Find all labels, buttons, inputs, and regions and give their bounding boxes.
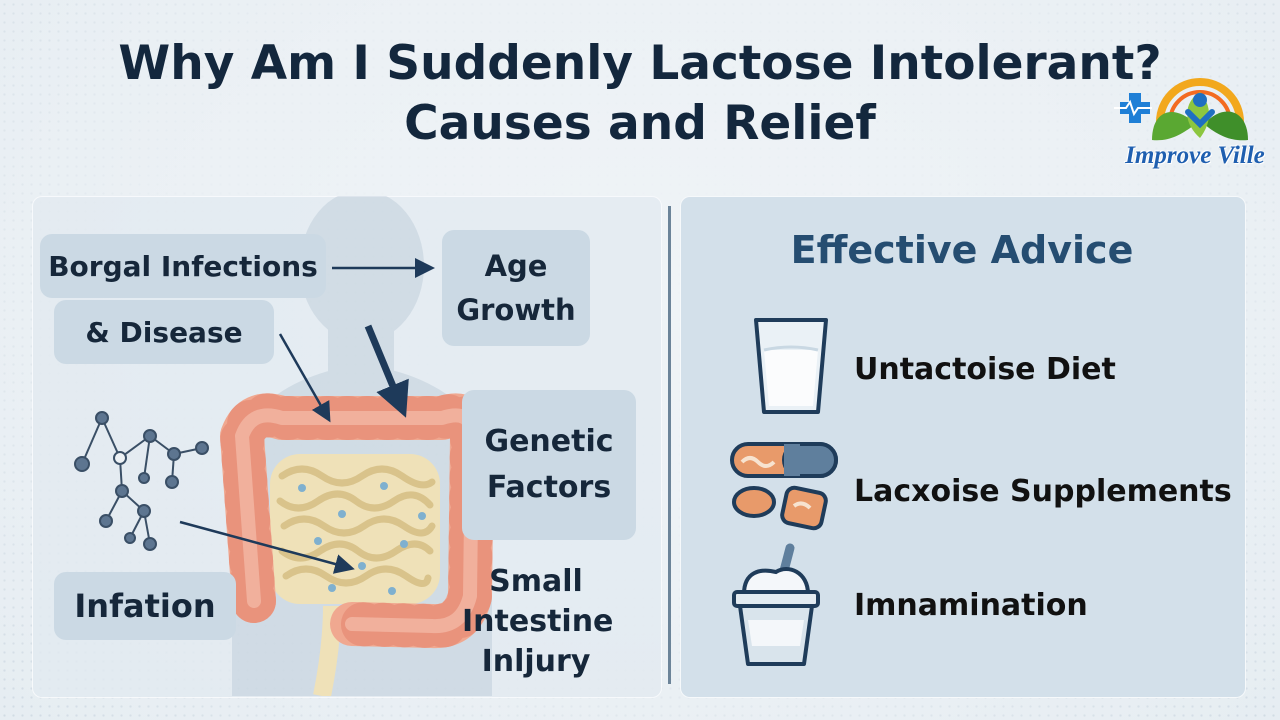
advice-item-imnamination: Imnamination xyxy=(854,588,1088,623)
cause-small-intestine-injury: Small Intestine Inljury xyxy=(462,562,614,682)
panel-divider xyxy=(668,206,671,684)
title-line-2: Causes and Relief xyxy=(404,96,876,151)
cause-age-label: Age Growth xyxy=(456,249,576,327)
cause-infation: Infation xyxy=(54,572,236,640)
cause-disease: & Disease xyxy=(54,300,274,364)
cause-borgal-infections: Borgal Infections xyxy=(40,234,326,298)
milk-glass-icon xyxy=(754,318,828,414)
logo-text: Improve Ville xyxy=(1125,142,1265,169)
yogurt-cup-icon xyxy=(732,543,820,666)
cause-genetic-factors: Genetic Factors xyxy=(462,390,636,540)
advice-title: Effective Advice xyxy=(790,228,1134,272)
small-intestine-icon xyxy=(270,454,440,696)
arrow-age-to-colon xyxy=(364,324,409,418)
cause-disease-label: & Disease xyxy=(85,315,243,349)
arrow-molecule-to-intestine xyxy=(179,520,355,574)
cause-infation-label: Infation xyxy=(74,587,216,625)
molecule-icon xyxy=(74,411,209,551)
advice-item-supplements: Lacxoise Supplements xyxy=(854,474,1232,509)
cause-injury-label: Small Intestine Inljury xyxy=(462,564,614,679)
cause-genetic-label: Genetic Factors xyxy=(484,424,614,505)
cause-age-growth: Age Growth xyxy=(442,230,590,346)
title-line-1: Why Am I Suddenly Lactose Intolerant? xyxy=(118,36,1162,91)
advice-item-diet: Untactoise Diet xyxy=(854,352,1116,387)
cause-borgal-label: Borgal Infections xyxy=(48,249,318,283)
page-title: Why Am I Suddenly Lactose Intolerant? Ca… xyxy=(0,34,1280,154)
arrow-disease-to-colon xyxy=(278,333,331,423)
improve-ville-logo-icon xyxy=(1114,78,1248,141)
supplement-pills-icon xyxy=(730,442,838,531)
